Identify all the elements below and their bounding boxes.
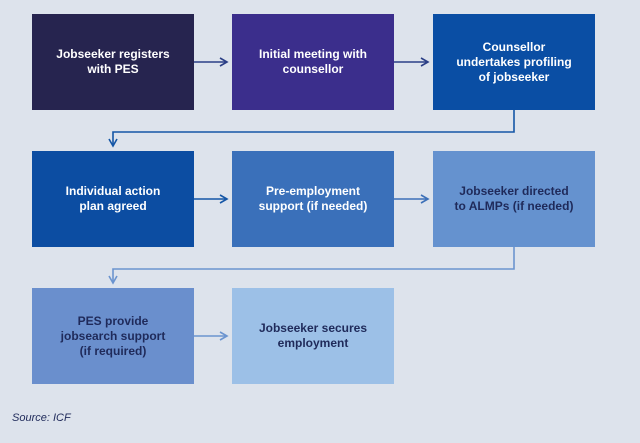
source-note: Source: ICF [12,412,71,424]
step-initial-meeting: Initial meeting with counsellor [232,14,394,110]
step-jobsearch-support: PES provide jobsearch support (if requir… [32,288,194,384]
step-label: Counsellor undertakes profiling of jobse… [456,39,572,84]
step-label: PES provide jobsearch support (if requir… [60,313,166,358]
step-label: Individual action plan agreed [65,184,161,213]
arrow-almps-to-jobsearch [108,247,515,285]
step-label: Initial meeting with counsellor [258,47,367,76]
step-label: Jobseeker secures employment [258,321,368,350]
step-register-with-pes: Jobseeker registers with PES [32,14,194,110]
step-label: Jobseeker registers with PES [56,47,170,76]
step-action-plan: Individual action plan agreed [32,151,194,247]
step-label: Jobseeker directed to ALMPs (if needed) [454,184,574,213]
arrow-profiling-to-action-plan [108,110,515,148]
step-pre-employment-support: Pre-employment support (if needed) [232,151,394,247]
step-profiling: Counsellor undertakes profiling of jobse… [433,14,595,110]
step-label: Pre-employment support (if needed) [258,184,368,213]
step-secures-employment: Jobseeker secures employment [232,288,394,384]
step-directed-to-almps: Jobseeker directed to ALMPs (if needed) [433,151,595,247]
